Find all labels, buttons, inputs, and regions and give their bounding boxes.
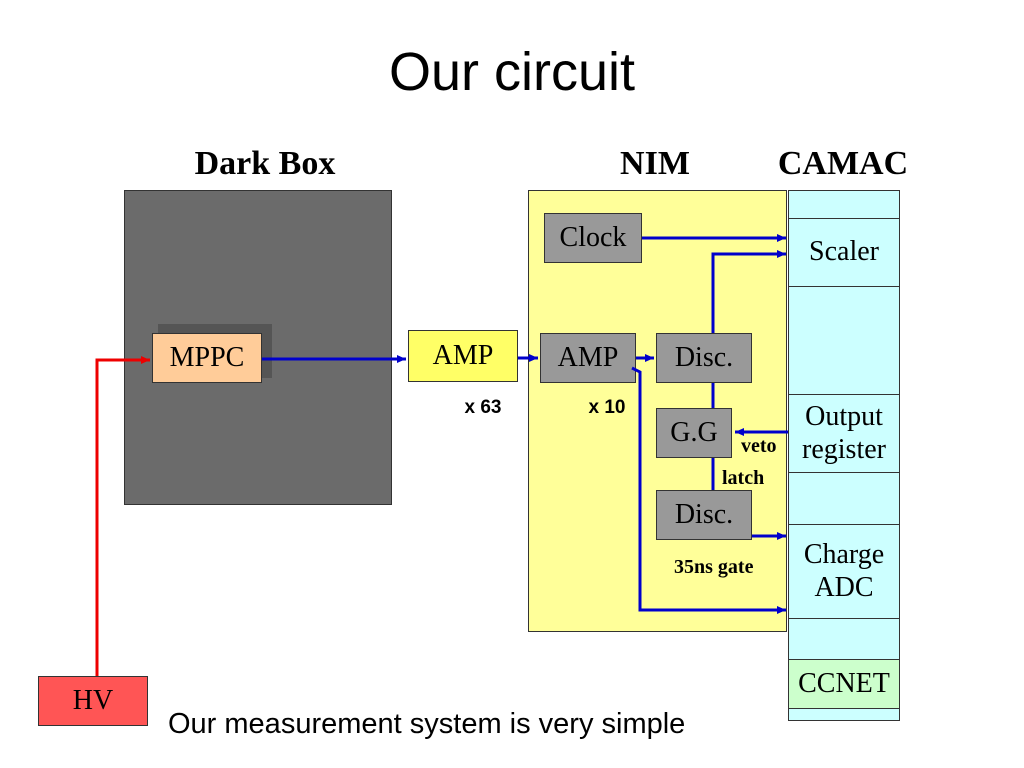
camac-slot-bottom [788,708,900,721]
gate-generator-module: G.G [656,408,732,458]
scaler-label: Scaler [809,236,879,268]
charge-adc-label-line1: Charge [803,539,885,571]
discriminator-module-1: Disc. [656,333,752,383]
ccnet-label: CCNET [798,667,890,699]
charge-adc-module: Charge ADC [788,524,900,619]
nim-heading: NIM [620,145,690,182]
camac-slot-spacer [788,472,900,525]
discriminator-module-2: Disc. [656,490,752,540]
clock-module: Clock [544,213,642,263]
charge-adc-label-line2: ADC [814,571,874,603]
gain-x10-label: x 10 [588,397,626,418]
gate-width-label: 35ns gate [674,556,754,578]
output-register-module: Output register [788,394,900,473]
amp-x63-block: AMP [408,330,518,382]
output-register-label-line2: register [802,433,886,465]
latch-label: latch [722,467,765,489]
dark-box-heading: Dark Box [194,145,336,182]
mppc-block: MPPC [152,333,262,383]
camac-heading: CAMAC [777,145,909,182]
gain-x63-label: x 63 [464,397,502,418]
hv-supply: HV [38,676,148,726]
camac-slot-empty [788,286,900,395]
slide-title: Our circuit [388,42,636,102]
wire-disc-scaler [711,250,786,333]
output-register-label-line1: Output [805,401,883,433]
hv-wire [95,356,150,676]
amp-x10-module: AMP [540,333,636,383]
veto-label: veto [741,435,777,457]
wire-amp2-adc [631,366,786,614]
ccnet-module: CCNET [788,659,900,709]
footer-caption: Our measurement system is very simple [168,708,686,740]
